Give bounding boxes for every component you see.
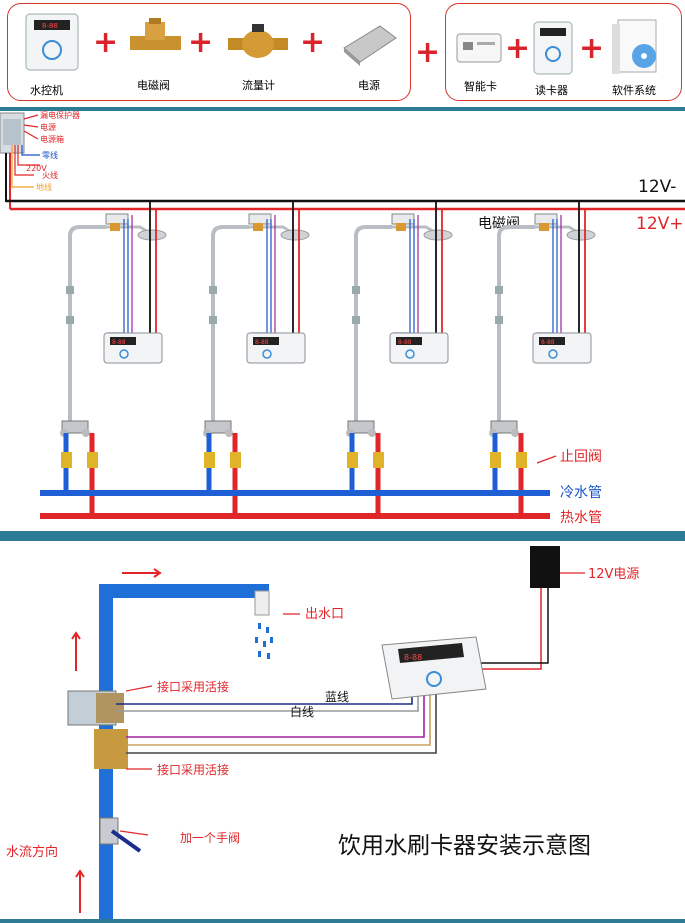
flow-meter (94, 729, 128, 769)
shower-head-icon (280, 229, 310, 241)
joint-top-label: 接口采用活接 (157, 679, 229, 694)
smart-card-icon (455, 30, 503, 66)
components-strip: 8-88 水控机 + 电磁阀 + 流量计 + 电源 + (0, 0, 685, 107)
plus-icon: + (93, 25, 119, 60)
card-reader-device: 8-88 (381, 636, 487, 700)
shower-schematic: 漏电保护器 电源 电源箱 零线 220V 火线 地线 12V- 12V+ 电磁阀… (0, 110, 685, 526)
rail-neg-label: 12V- (638, 177, 676, 197)
mixer-valve (347, 420, 375, 434)
software-box-icon (610, 18, 660, 76)
shower-riser (354, 225, 392, 431)
signal-wire (251, 219, 268, 334)
shower-head-icon (423, 229, 453, 241)
water-pipe (99, 584, 269, 919)
box-label: 220V (26, 164, 47, 173)
signal-wire (108, 219, 125, 334)
card-reader-icon: 8-88 (22, 10, 82, 71)
solenoid-valve (248, 213, 272, 225)
check-valve-label: 止回阀 (560, 449, 602, 465)
plus-icon: + (505, 31, 531, 66)
hand-valve (99, 817, 119, 845)
hot-pipe-label: 热水管 (560, 510, 602, 526)
reader-display: 8-88 (404, 653, 422, 662)
check-valve (373, 452, 384, 468)
reader-display: 8-88 (112, 339, 126, 346)
shower-riser (68, 225, 106, 431)
shower-head-icon (137, 229, 167, 241)
component-label: 智能卡 (464, 80, 497, 93)
box-label: 漏电保护器 (40, 111, 80, 120)
check-valve (87, 452, 98, 468)
check-valve (204, 452, 215, 468)
solenoid-valve-icon (128, 18, 183, 58)
reader-display: 8-88 (541, 339, 555, 346)
box-label: 电源箱 (40, 134, 64, 144)
signal-wire (537, 219, 554, 334)
diagram-title: 饮用水刷卡器安装示意图 (338, 833, 591, 859)
flow-arrow-icon (122, 568, 162, 578)
hand-valve-label: 加一个手阀 (180, 831, 240, 845)
component-label: 软件系统 (612, 84, 656, 97)
plus-icon: + (415, 35, 441, 70)
water-drops-icon (255, 623, 273, 659)
flow-arrow-icon (75, 869, 85, 913)
check-valve (516, 452, 527, 468)
solenoid-valve (391, 213, 415, 225)
white-wire-label: 白线 (290, 704, 314, 719)
flow-meter-icon (228, 24, 288, 64)
shower-units: 8-88 8-88 8-88 8-88 (60, 201, 596, 516)
check-valve (61, 452, 72, 468)
power-label: 12V电源 (588, 567, 639, 582)
cold-pipe-label: 冷水管 (560, 485, 602, 501)
outlet-label: 出水口 (305, 607, 344, 622)
drinking-schematic: 12V电源 出水口 接口采用活接 接口采用活 (6, 546, 639, 919)
reader-display: 8-88 (398, 339, 412, 346)
component-label: 流量计 (242, 79, 275, 92)
solenoid-valve (534, 213, 558, 225)
shower-riser (497, 225, 535, 431)
power-box (530, 546, 560, 588)
solenoid-valve (105, 213, 129, 225)
svg-text:8-88: 8-88 (42, 22, 58, 30)
plus-icon: + (579, 31, 605, 66)
card-reader-icon (532, 20, 574, 76)
valve-joint (96, 693, 124, 723)
joint-bottom-label: 接口采用活接 (157, 762, 229, 777)
check-valve (490, 452, 501, 468)
power-supply-icon (340, 22, 398, 66)
blue-wire-label: 蓝线 (325, 690, 349, 704)
flow-direction-label: 水流方向 (6, 844, 58, 860)
shower-riser (211, 225, 249, 431)
mixer-valve (61, 420, 89, 434)
signal-wire (394, 219, 411, 334)
box-label: 地线 (36, 182, 52, 192)
mixer-valve (490, 420, 518, 434)
plus-icon: + (300, 25, 326, 60)
check-valve (230, 452, 241, 468)
component-label: 电源 (358, 79, 380, 92)
component-label: 读卡器 (535, 84, 568, 97)
rail-pos-label: 12V+ (636, 214, 684, 234)
check-valve (347, 452, 358, 468)
component-label: 水控机 (30, 84, 63, 97)
drinking-water-diagram: 12V电源 出水口 接口采用活接 接口采用活 (0, 541, 685, 919)
flow-arrow-icon (71, 631, 81, 671)
outlet-nozzle (254, 590, 270, 616)
reader-display: 8-88 (255, 339, 269, 346)
box-label: 零线 (42, 150, 58, 160)
box-label: 火线 (42, 170, 58, 180)
box-label: 电源 (40, 122, 56, 132)
component-label: 电磁阀 (137, 79, 170, 92)
shower-wiring-diagram: 漏电保护器 电源 电源箱 零线 220V 火线 地线 12V- 12V+ 电磁阀… (0, 110, 685, 531)
plus-icon: + (188, 25, 214, 60)
mixer-valve (204, 420, 232, 434)
shower-head-icon (566, 229, 596, 241)
